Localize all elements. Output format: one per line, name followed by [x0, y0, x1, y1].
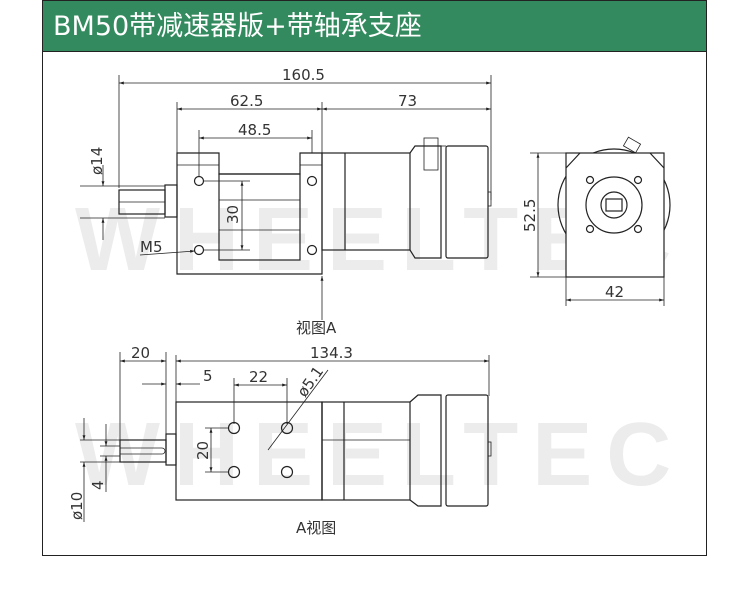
dim-overall-a: 134.3	[310, 344, 353, 362]
dim-key: 4	[89, 480, 107, 490]
dim-shaft-dia: ø14	[88, 147, 106, 175]
dim-hole-spacing-x: 48.5	[238, 121, 271, 139]
view-label-a-bottom: A视图	[296, 519, 336, 537]
dim-shaft-length: 20	[131, 344, 150, 362]
side-view: 52.5 42	[521, 136, 671, 306]
view-label-a: 视图A	[296, 319, 337, 337]
dim-height: 52.5	[521, 199, 539, 232]
label-thread: M5	[140, 238, 163, 256]
dim-hole-dia: ø5.1	[294, 363, 328, 400]
dim-offset: 5	[203, 367, 213, 385]
dim-hole-spacing-y-a: 20	[194, 441, 212, 460]
dim-hole-spacing-x-a: 22	[249, 368, 268, 386]
watermark: WHEELTEC	[75, 405, 685, 505]
dim-width: 42	[605, 283, 624, 301]
dim-block-length: 62.5	[230, 92, 263, 110]
dim-hole-spacing-y: 30	[224, 205, 242, 224]
page-title: BM50带减速器版+带轴承支座	[42, 0, 707, 52]
top-view: 160.5 62.5 73 48.5 ø14 30 M5	[80, 66, 492, 337]
dim-motor-length: 73	[398, 92, 417, 110]
bottom-view: 20 134.3 5 22 ø5.1 20	[68, 344, 492, 537]
dim-overall: 160.5	[282, 66, 325, 84]
dim-shaft-dia-a: ø10	[68, 492, 86, 520]
